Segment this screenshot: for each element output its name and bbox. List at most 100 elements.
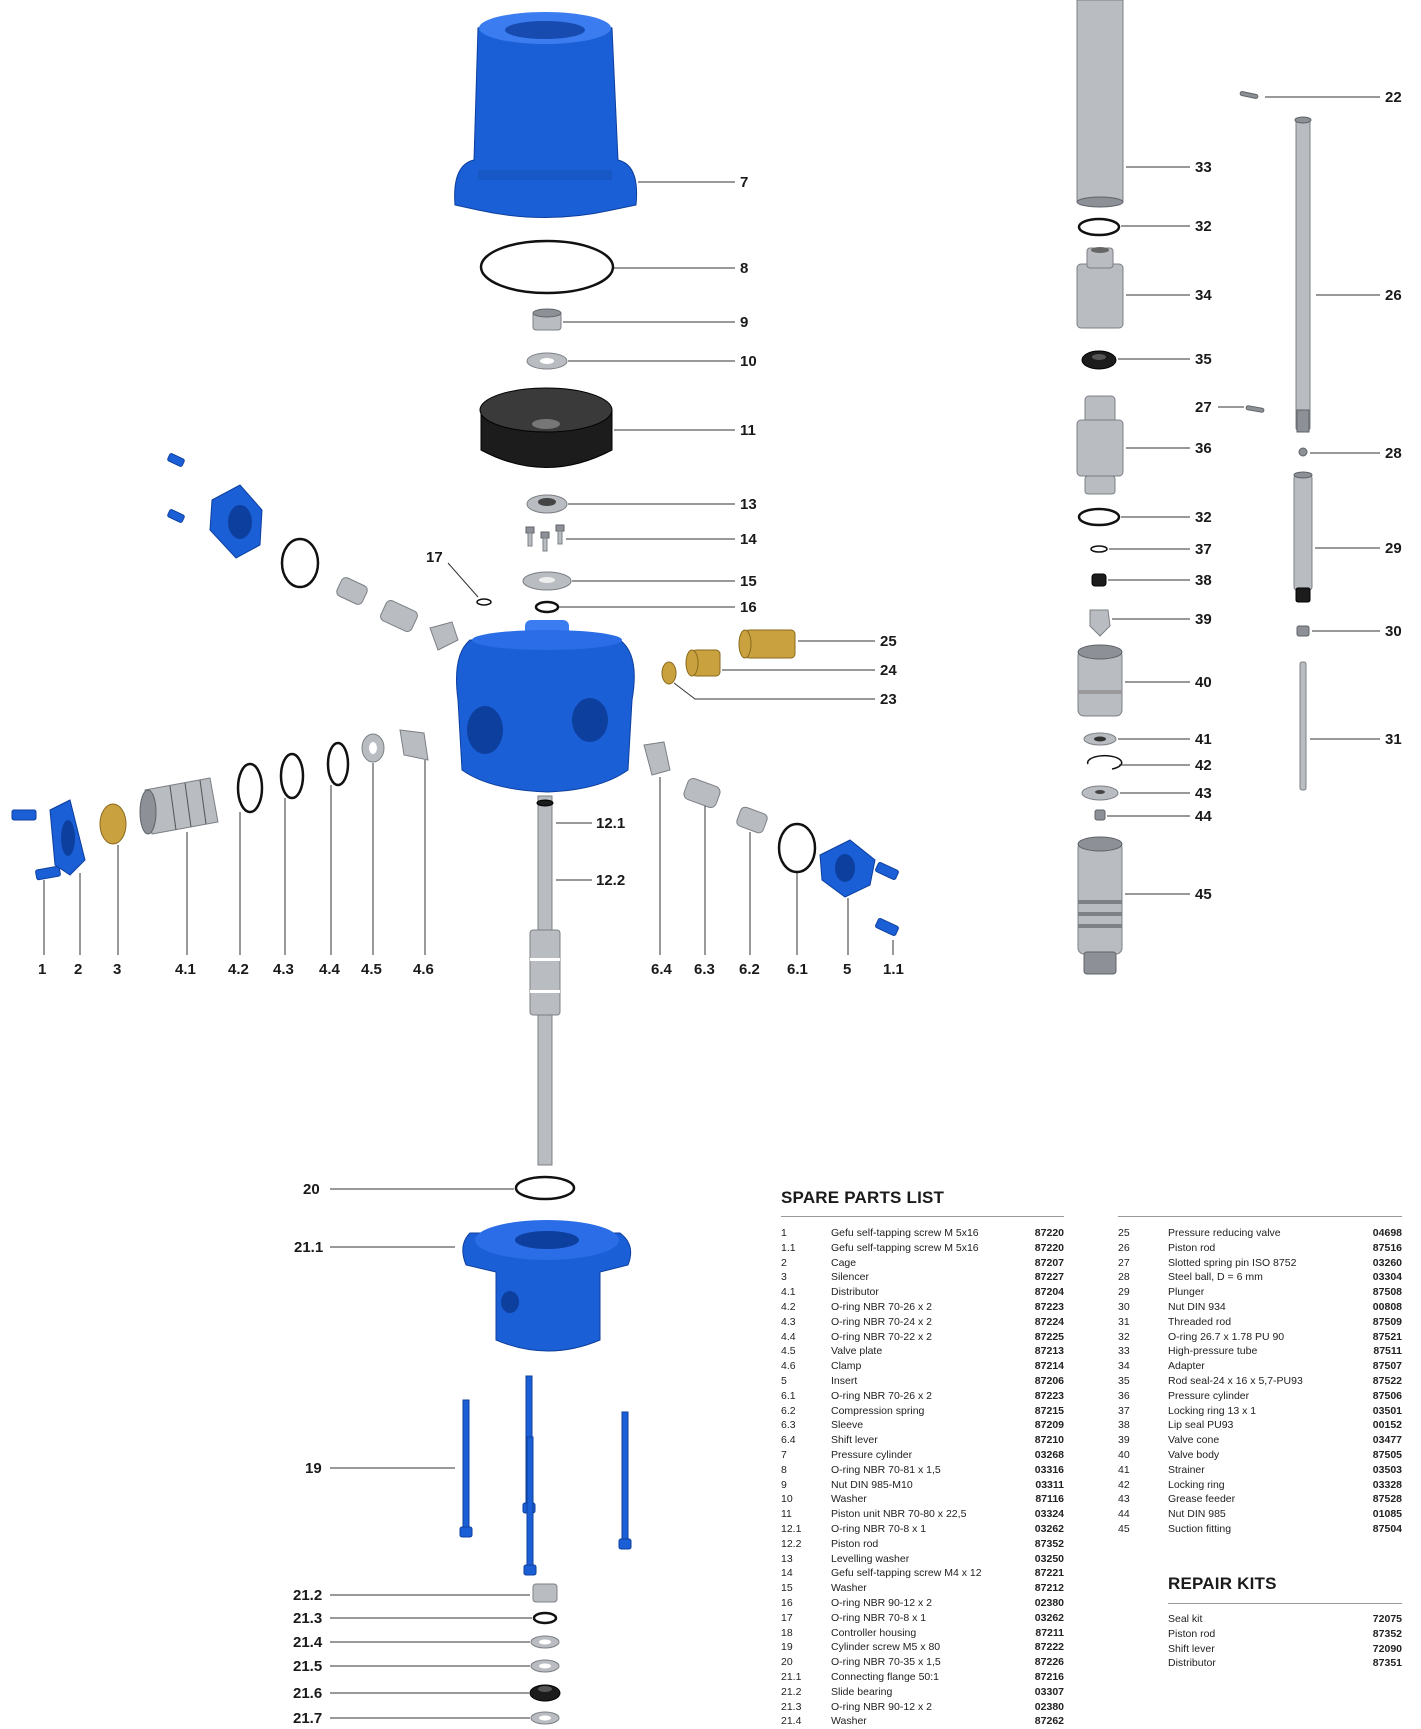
- part-43-grease-feeder: [1081, 785, 1119, 801]
- spare-parts-rule-left: [781, 1216, 1064, 1217]
- part-4-2-o-ring: [236, 762, 264, 814]
- article-code: 03316: [1034, 1463, 1064, 1476]
- part-number: 31: [1118, 1315, 1130, 1328]
- part-number: 37: [1118, 1404, 1130, 1417]
- part-description: Washer: [831, 1493, 867, 1506]
- part-description: Insert: [831, 1374, 858, 1387]
- article-code: 01085: [1372, 1508, 1402, 1521]
- callout-39: 39: [1195, 611, 1212, 628]
- part-description: Steel ball, D = 6 mm: [1168, 1271, 1263, 1284]
- article-code: 03477: [1372, 1434, 1402, 1447]
- callout-14: 14: [740, 531, 757, 548]
- part-25-pressure-reducing-valve: [738, 629, 796, 659]
- callout-25: 25: [880, 633, 897, 650]
- part-21-5-washer: [530, 1659, 560, 1673]
- part-description: O-ring NBR 70-22 x 2: [831, 1330, 932, 1343]
- part-number: 28: [1118, 1271, 1130, 1284]
- part-number: 17: [781, 1611, 793, 1624]
- part-description: Cage: [831, 1256, 857, 1269]
- part-description: Threaded rod: [1168, 1315, 1232, 1328]
- article-code: 03262: [1034, 1522, 1064, 1535]
- part-description: Slotted spring pin ISO 8752: [1168, 1256, 1297, 1269]
- article-code: 87213: [1034, 1345, 1064, 1358]
- callout-16: 16: [740, 599, 757, 616]
- part-40-valve-body: [1077, 644, 1123, 717]
- part-upper-left-o-ring: [280, 537, 320, 589]
- part-number: 12.1: [781, 1522, 802, 1535]
- callout-13: 13: [740, 496, 757, 513]
- part-8-o-ring: [479, 239, 615, 295]
- part-description: Piston rod: [831, 1537, 879, 1550]
- callout-22: 22: [1385, 89, 1402, 106]
- article-code: 03501: [1372, 1404, 1402, 1417]
- article-code: 87211: [1035, 1626, 1064, 1639]
- callout-4-3: 4.3: [273, 961, 294, 978]
- part-description: Distributor: [831, 1286, 879, 1299]
- callout-17: 17: [426, 549, 443, 566]
- part-number: 6.4: [781, 1434, 796, 1447]
- callout-4-1: 4.1: [175, 961, 196, 978]
- part-description: O-ring NBR 70-26 x 2: [831, 1389, 932, 1402]
- part-21-1-connecting-flange: [462, 1220, 632, 1352]
- callout-5: 5: [843, 961, 851, 978]
- callout-6-3: 6.3: [694, 961, 715, 978]
- article-code: 87220: [1034, 1241, 1064, 1254]
- part-number: 4.6: [781, 1360, 796, 1373]
- part-2-cage: [49, 799, 86, 876]
- part-description: Silencer: [831, 1271, 869, 1284]
- part-number: 8: [781, 1463, 787, 1476]
- part-description: Washer: [831, 1715, 867, 1728]
- article-code: 72090: [1372, 1642, 1402, 1655]
- article-code: 03304: [1372, 1271, 1402, 1284]
- part-number: 25: [1118, 1227, 1130, 1239]
- article-code: 87220: [1034, 1227, 1064, 1239]
- part-upper-left-sleeve: [336, 577, 368, 605]
- callout-4-6: 4.6: [413, 961, 434, 978]
- callout-7: 7: [740, 174, 748, 191]
- part-description: Connecting flange 50:1: [831, 1670, 939, 1683]
- callout-42: 42: [1195, 757, 1212, 774]
- part-38-lip-seal: [1091, 573, 1107, 587]
- callout-29: 29: [1385, 540, 1402, 557]
- part-description: Pressure cylinder: [831, 1448, 913, 1461]
- callout-41: 41: [1195, 731, 1212, 748]
- part-description: Gefu self-tapping screw M4 x 12: [831, 1567, 982, 1580]
- part-13-levelling-washer: [526, 494, 568, 514]
- callout-6-1: 6.1: [787, 961, 808, 978]
- part-number: 30: [1118, 1300, 1130, 1313]
- callout-12-2: 12.2: [596, 872, 625, 889]
- callout-26: 26: [1385, 287, 1402, 304]
- article-code: 87204: [1034, 1286, 1064, 1299]
- part-6-3-sleeve: [683, 778, 721, 808]
- part-description: Shift lever: [1168, 1642, 1215, 1655]
- part-description: O-ring NBR 70-35 x 1,5: [831, 1656, 941, 1669]
- part-number: 36: [1118, 1389, 1130, 1402]
- part-description: Clamp: [831, 1360, 862, 1373]
- callout-32b: 32: [1195, 509, 1212, 526]
- part-number: 33: [1118, 1345, 1130, 1358]
- part-number: 15: [781, 1582, 793, 1595]
- callout-6-4: 6.4: [651, 961, 673, 978]
- callout-4-2: 4.2: [228, 961, 249, 978]
- part-39-valve-cone: [1089, 609, 1111, 637]
- callout-45: 45: [1195, 886, 1212, 903]
